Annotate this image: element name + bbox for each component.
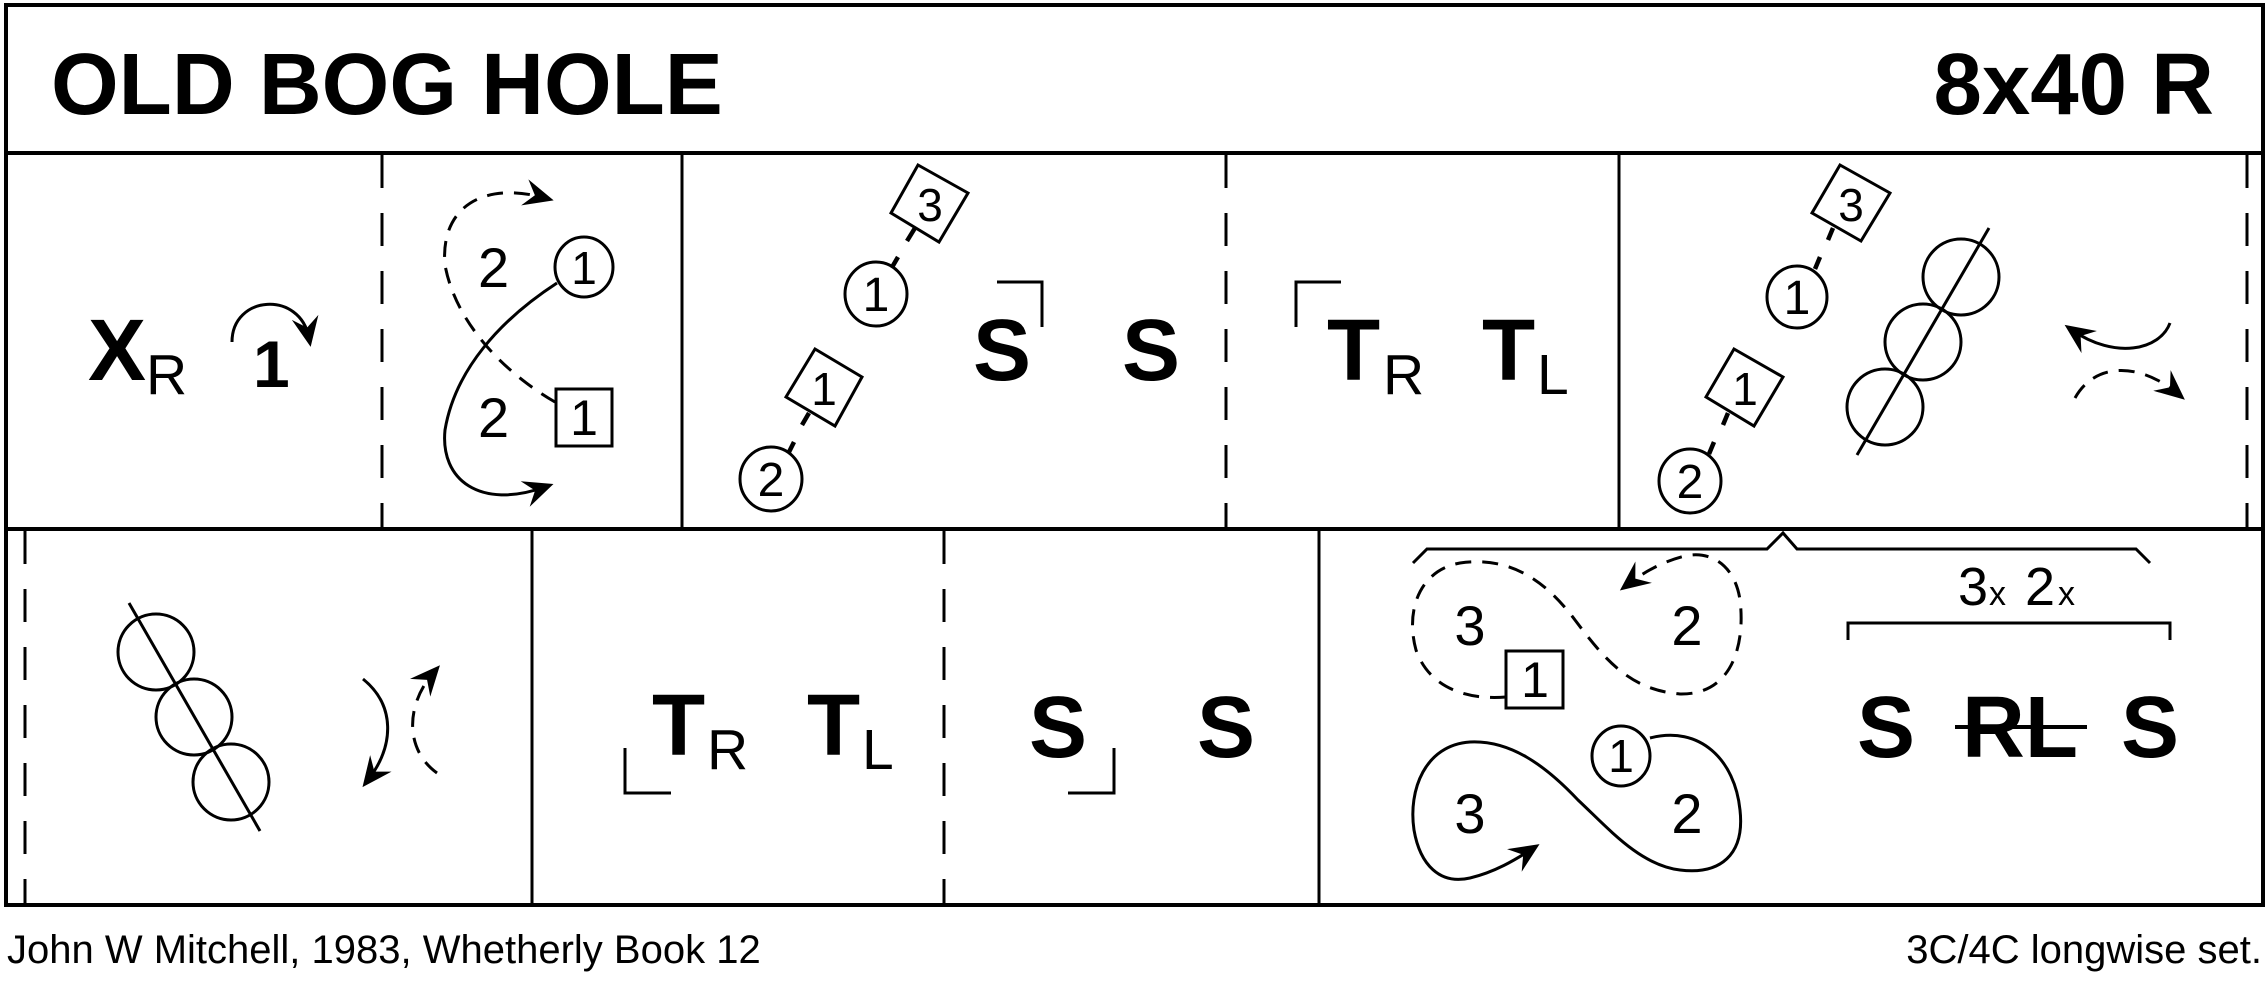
dashed-reel-path-icon [1411, 553, 1743, 699]
diamond-dancer-3: 3 [888, 162, 971, 245]
step-set-2: S [2121, 679, 2179, 776]
swap-arrow-dashed-icon [410, 665, 440, 775]
step-set-2: S [1122, 302, 1180, 399]
step-set-2: S [1197, 679, 1255, 776]
svg-text:1: 1 [1608, 730, 1634, 782]
svg-text:3: 3 [917, 179, 943, 231]
svg-text:2: 2 [1677, 456, 1704, 509]
svg-text:2: 2 [758, 454, 785, 507]
three-circles-line-icon [116, 602, 271, 832]
bracket-corner [1294, 280, 1341, 327]
row-2: T R T L S S 3 2 1 1 [4, 527, 2265, 907]
step-turn-left-sub: L [1537, 343, 1569, 407]
three-circles-line-icon [1845, 227, 2001, 456]
step-turn-right-sub: R [1383, 343, 1424, 407]
svg-text:1: 1 [1521, 652, 1549, 708]
panel-cross-right: X R 1 [88, 302, 319, 407]
panel-reel: 3 2 1 1 3 2 3 x 2 x S RL [1411, 530, 2179, 881]
svg-text:1: 1 [570, 390, 598, 446]
reel-bottom-left-3: 3 [1454, 782, 1485, 845]
step-set-1: S [973, 302, 1031, 399]
square-dancer-1: 1 [554, 387, 614, 448]
panel-set: S S [1029, 679, 1255, 795]
figure-x-sub: R [146, 343, 187, 407]
figure-x: X [88, 302, 146, 399]
svg-text:1: 1 [571, 242, 597, 294]
circle-dancer-1: 1 [843, 260, 909, 328]
svg-text:3: 3 [1838, 179, 1864, 231]
step-turn-left: T [1482, 302, 1535, 399]
dancer-2-upper: 2 [478, 236, 509, 299]
repeat-bracket [1846, 621, 2172, 640]
square-dancer-1: 1 [1504, 649, 1565, 710]
circle-dancer-1: 1 [1765, 264, 1829, 330]
diamond-dancer-1: 1 [1703, 346, 1786, 429]
bracket-corner [1068, 748, 1116, 795]
swap-arrow-solid-icon [362, 677, 392, 788]
set-type-text: 3C/4C longwise set. [1906, 928, 2262, 972]
clockwise-arc-arrow-icon [230, 302, 319, 347]
bracket-corner [623, 748, 671, 795]
panel-diagonal-chain: 3 1 1 2 [1657, 162, 2185, 515]
circle-dancer-2: 2 [738, 445, 804, 513]
reel-top-right-2: 2 [1671, 594, 1702, 657]
dashed-path-arrow-icon [443, 179, 556, 404]
brace [1411, 530, 2152, 565]
panel-turns: T R T L [623, 677, 894, 795]
diamond-dancer-1: 1 [783, 346, 865, 429]
circle-dancer-1: 1 [1590, 724, 1652, 788]
svg-text:2: 2 [2025, 557, 2055, 617]
svg-text:1: 1 [1732, 363, 1758, 415]
panel-set-diagonal: 3 1 1 2 S S [738, 162, 1180, 513]
step-turn-left: T [807, 677, 860, 774]
circle-dancer-2: 2 [1657, 447, 1723, 515]
solid-path-arrow-icon [443, 281, 558, 507]
panel-chain [116, 602, 440, 832]
formation-label: 8x40 R [1933, 36, 2214, 133]
solid-reel-path-icon [1411, 733, 1743, 881]
reel-top-left-3: 3 [1454, 594, 1485, 657]
panel-cross-paths: 2 2 1 1 [443, 179, 615, 507]
swap-arrow-dashed-icon [2073, 369, 2185, 400]
svg-text:x: x [2058, 575, 2075, 613]
swap-arrow-solid-icon [2064, 322, 2172, 354]
step-turn-right: T [1327, 302, 1380, 399]
repeat-count: 3 x 2 x [1958, 557, 2075, 617]
svg-text:1: 1 [1784, 272, 1811, 325]
panel-turns: T R T L [1294, 280, 1569, 407]
svg-text:1: 1 [811, 363, 837, 415]
credit-text: John W Mitchell, 1983, Whetherly Book 12 [7, 928, 761, 972]
step-turn-right-sub: R [707, 718, 748, 782]
dance-title: OLD BOG HOLE [51, 36, 723, 133]
step-set-1: S [1857, 679, 1915, 776]
step-set-1: S [1029, 679, 1087, 776]
step-turn-left-sub: L [862, 718, 894, 782]
diamond-dancer-3: 3 [1809, 162, 1893, 244]
svg-text:3: 3 [1958, 557, 1988, 617]
dancer-2-lower: 2 [478, 386, 509, 449]
circle-dancer-1: 1 [553, 235, 615, 299]
turn-count: 1 [253, 327, 290, 401]
step-turn-right: T [652, 677, 705, 774]
row-1: X R 1 2 2 1 1 3 [4, 151, 2265, 531]
reel-bottom-right-2: 2 [1671, 782, 1702, 845]
svg-text:1: 1 [863, 269, 890, 322]
title-bar: OLD BOG HOLE 8x40 R [4, 3, 2265, 155]
svg-text:x: x [1989, 575, 2006, 613]
bracket-corner [997, 280, 1044, 327]
